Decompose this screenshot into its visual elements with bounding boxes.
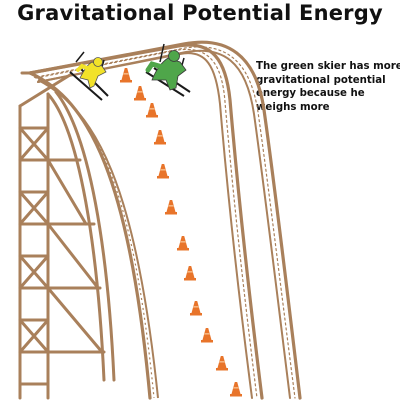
traffic-cone-icon	[190, 301, 202, 316]
caption-line: gravitational potential	[256, 74, 386, 86]
caption-line: The green skier has more	[256, 61, 400, 72]
traffic-cone-icon	[216, 356, 228, 371]
slope-surface	[28, 71, 159, 400]
traffic-cone-icon	[177, 236, 189, 251]
traffic-cone-icon	[134, 86, 146, 101]
traffic-cone-icon	[184, 266, 196, 281]
traffic-cone-icon	[230, 382, 242, 397]
traffic-cone-icon	[201, 328, 213, 343]
yellow-skier-icon	[69, 51, 109, 101]
traffic-cone-icon	[165, 200, 177, 215]
caption-line: energy because he	[256, 88, 365, 99]
ski-ramp	[20, 40, 302, 400]
page-title: Gravitational Potential Energy	[17, 1, 383, 25]
green-skier-icon	[145, 43, 191, 97]
traffic-cone-icon	[154, 130, 166, 145]
explanation-caption: The green skier has more gravitational p…	[256, 60, 400, 114]
caption-line: weighs more	[256, 101, 330, 113]
trestle-tower	[18, 73, 116, 400]
traffic-cone-icon	[120, 68, 132, 83]
traffic-cone-icon	[157, 164, 169, 179]
traffic-cones	[120, 68, 242, 397]
traffic-cone-icon	[146, 103, 158, 118]
